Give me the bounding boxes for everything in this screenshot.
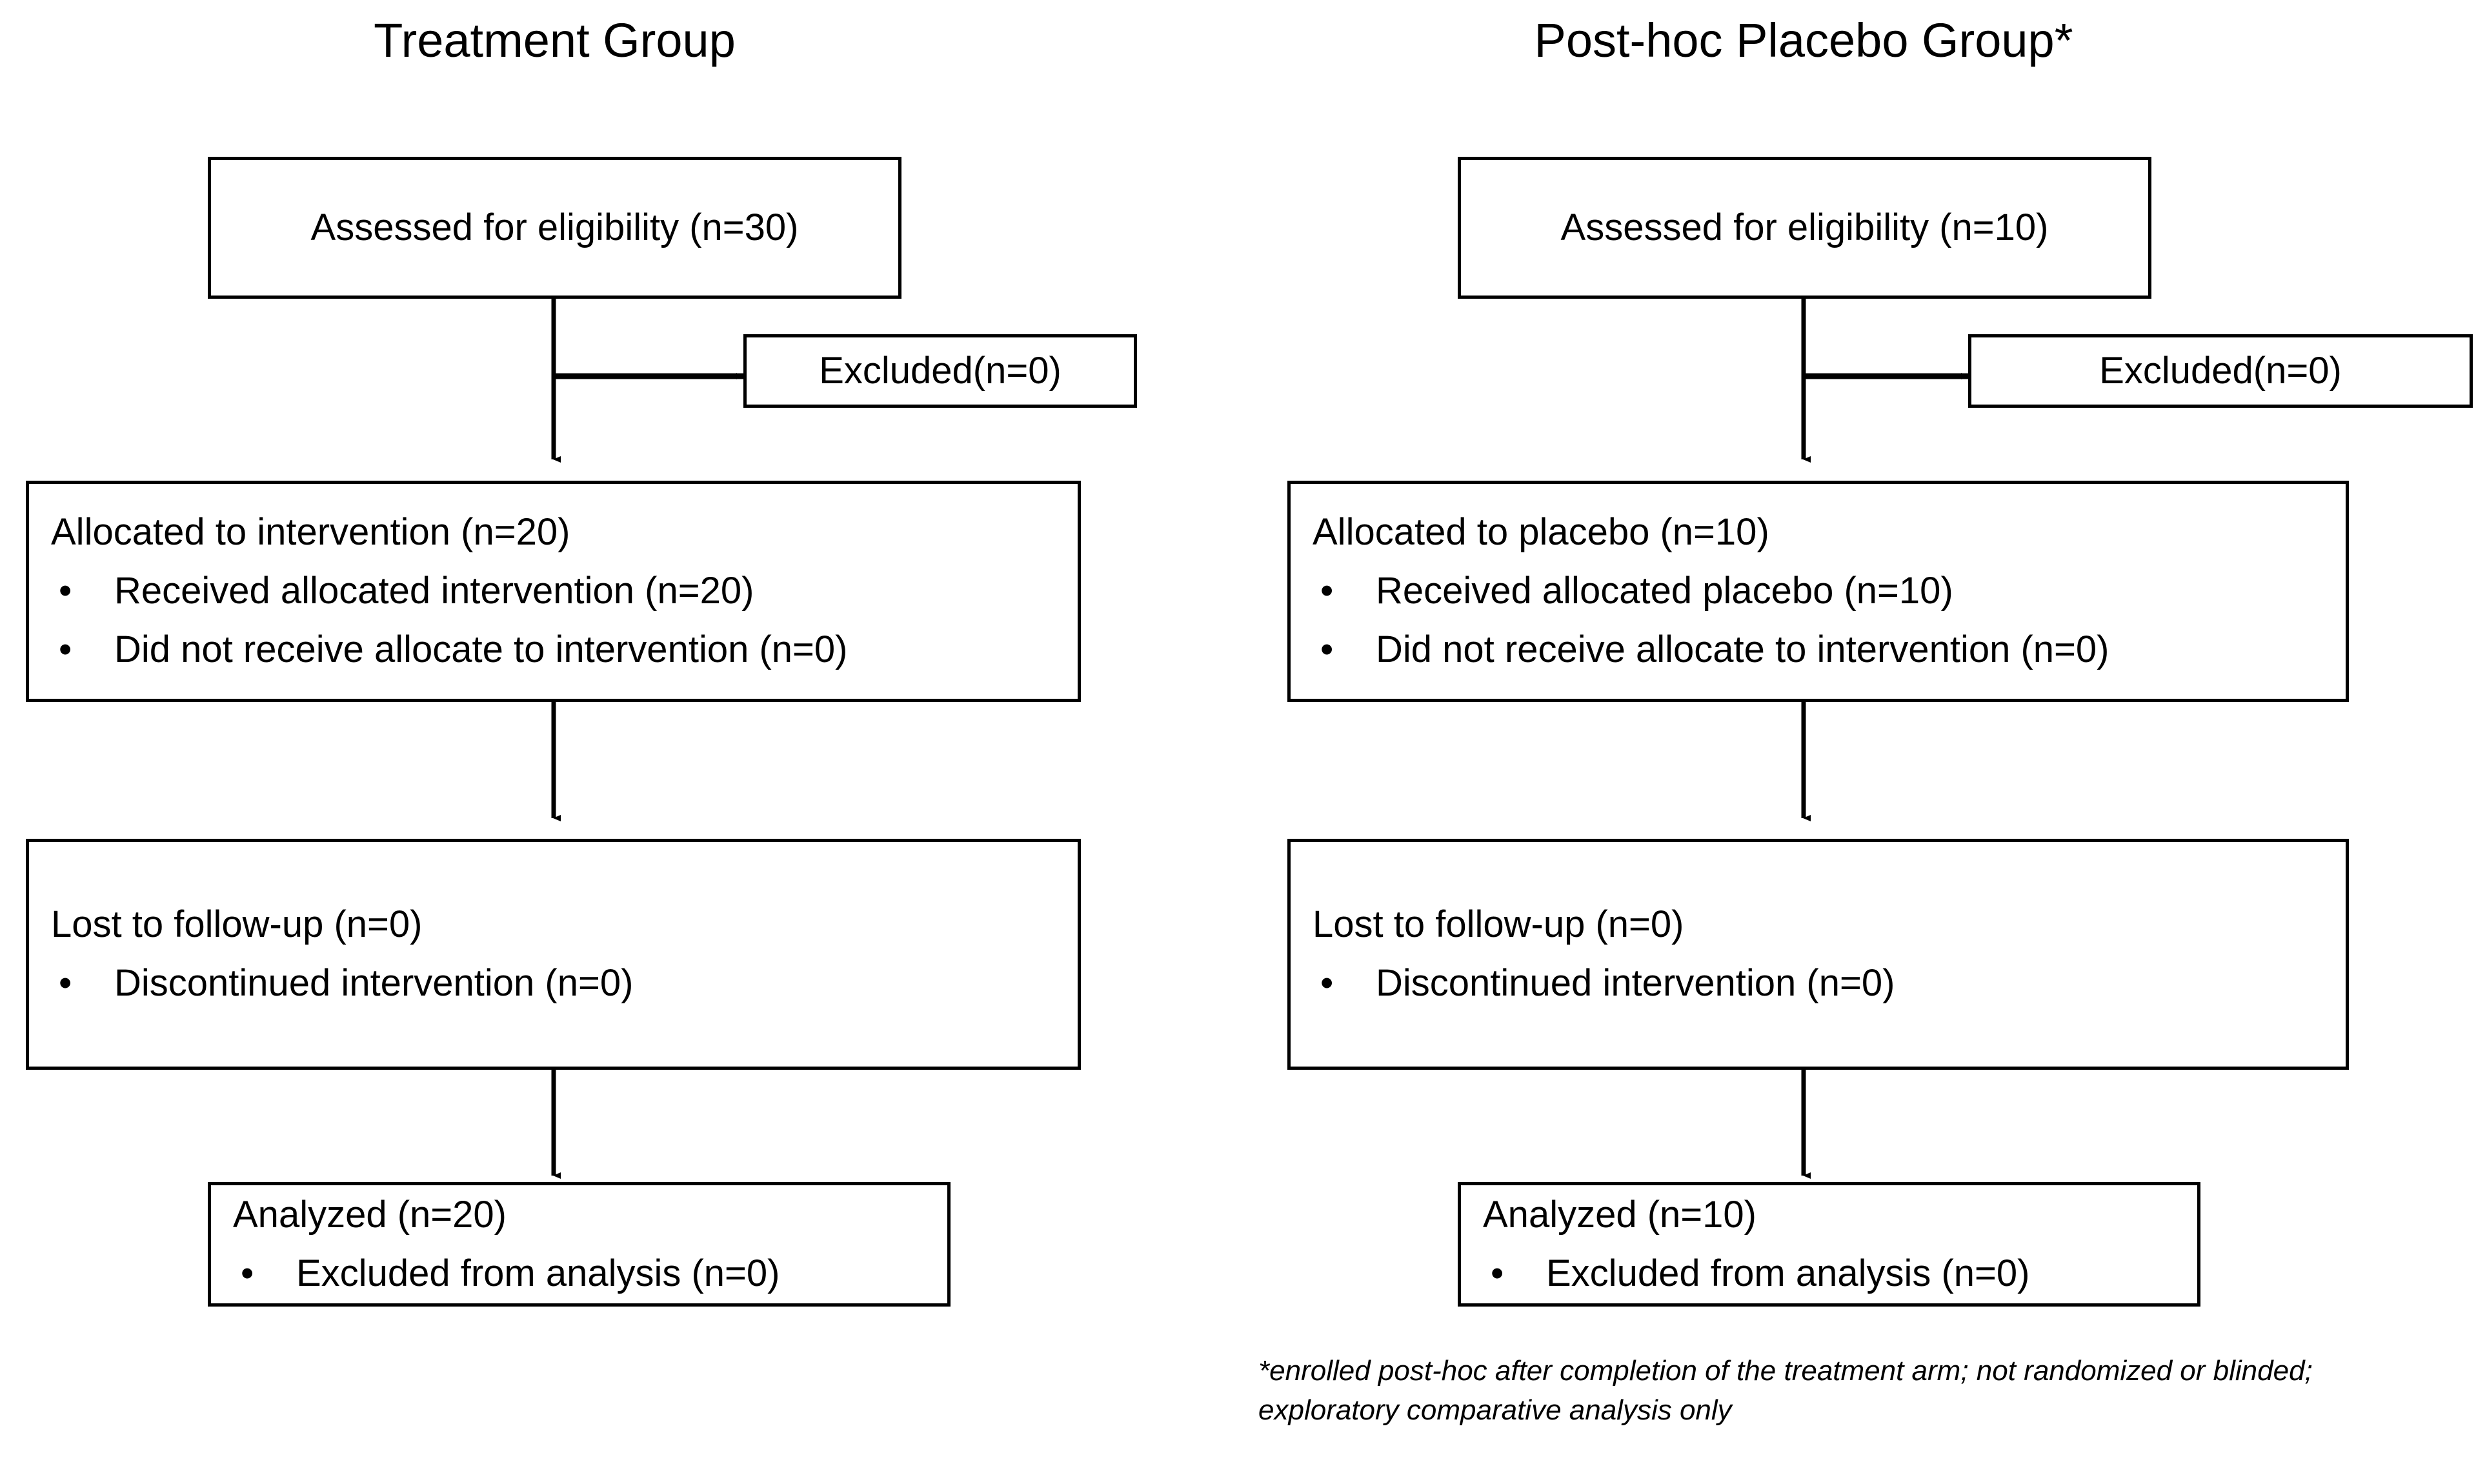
list-item-label: Excluded from analysis (n=0): [296, 1252, 780, 1294]
list-item: • Received allocated intervention (n=20): [29, 570, 1078, 612]
node-treatment-excluded-title: Excluded(n=0): [819, 349, 1062, 392]
list-item-label: Excluded from analysis (n=0): [1546, 1252, 2030, 1294]
node-placebo-allocation: Allocated to placebo (n=10) • Received a…: [1287, 481, 2349, 702]
list-item: • Did not receive allocate to interventi…: [1291, 628, 2346, 671]
node-treatment-allocation-bullets: • Received allocated intervention (n=20)…: [29, 554, 1078, 671]
bullet-icon: •: [241, 1252, 254, 1294]
bullet-icon: •: [59, 628, 72, 670]
node-placebo-analysis: Analyzed (n=10) • Excluded from analysis…: [1458, 1182, 2200, 1307]
node-treatment-allocation: Allocated to intervention (n=20) • Recei…: [26, 481, 1081, 702]
node-treatment-enrollment-title: Assessed for eligibility (n=30): [310, 206, 799, 248]
bullet-icon: •: [1320, 962, 1334, 1004]
list-item-label: Discontinued intervention (n=0): [1376, 962, 1895, 1004]
node-placebo-enrollment-title: Assessed for eligibility (n=10): [1560, 206, 2049, 248]
node-treatment-enrollment: Assessed for eligibility (n=30): [208, 157, 901, 299]
node-placebo-excluded: Excluded(n=0): [1968, 334, 2473, 408]
node-treatment-followup-title: Lost to follow-up (n=0): [51, 903, 423, 946]
list-item-label: Received allocated placebo (n=10): [1376, 570, 1953, 612]
list-item-label: Did not receive allocate to intervention…: [114, 628, 848, 670]
node-placebo-followup-title: Lost to follow-up (n=0): [1313, 903, 1684, 946]
node-placebo-analysis-title: Analyzed (n=10): [1483, 1193, 1756, 1236]
footnote: *enrolled post-hoc after completion of t…: [1258, 1352, 2313, 1430]
node-placebo-enrollment: Assessed for eligibility (n=10): [1458, 157, 2151, 299]
node-treatment-analysis-bullets: • Excluded from analysis (n=0): [211, 1236, 947, 1295]
bullet-icon: •: [59, 570, 72, 612]
list-item: • Did not receive allocate to interventi…: [29, 628, 1078, 671]
list-item-label: Did not receive allocate to intervention…: [1376, 628, 2109, 670]
column-title-placebo: Post-hoc Placebo Group*: [1534, 14, 2073, 67]
node-treatment-allocation-title: Allocated to intervention (n=20): [51, 511, 570, 554]
bullet-icon: •: [59, 962, 72, 1004]
node-treatment-followup: Lost to follow-up (n=0) • Discontinued i…: [26, 839, 1081, 1070]
list-item: • Received allocated placebo (n=10): [1291, 570, 2346, 612]
node-treatment-excluded: Excluded(n=0): [743, 334, 1137, 408]
list-item-label: Discontinued intervention (n=0): [114, 962, 634, 1004]
footnote-line-2: exploratory comparative analysis only: [1258, 1394, 1732, 1426]
node-placebo-analysis-bullets: • Excluded from analysis (n=0): [1461, 1236, 2197, 1295]
bullet-icon: •: [1491, 1252, 1504, 1294]
node-treatment-analysis-title: Analyzed (n=20): [233, 1193, 507, 1236]
footnote-line-1: *enrolled post-hoc after completion of t…: [1258, 1355, 2313, 1387]
list-item-label: Received allocated intervention (n=20): [114, 570, 754, 612]
bullet-icon: •: [1320, 570, 1334, 612]
list-item: • Discontinued intervention (n=0): [29, 962, 1078, 1005]
list-item: • Excluded from analysis (n=0): [211, 1252, 947, 1295]
node-placebo-excluded-title: Excluded(n=0): [2099, 349, 2342, 392]
node-placebo-followup: Lost to follow-up (n=0) • Discontinued i…: [1287, 839, 2349, 1070]
node-placebo-followup-bullets: • Discontinued intervention (n=0): [1291, 946, 2346, 1005]
node-treatment-followup-bullets: • Discontinued intervention (n=0): [29, 946, 1078, 1005]
list-item: • Excluded from analysis (n=0): [1461, 1252, 2197, 1295]
node-placebo-allocation-title: Allocated to placebo (n=10): [1313, 511, 1769, 554]
bullet-icon: •: [1320, 628, 1334, 670]
list-item: • Discontinued intervention (n=0): [1291, 962, 2346, 1005]
node-placebo-allocation-bullets: • Received allocated placebo (n=10) • Di…: [1291, 554, 2346, 671]
column-title-treatment: Treatment Group: [374, 14, 736, 67]
node-treatment-analysis: Analyzed (n=20) • Excluded from analysis…: [208, 1182, 951, 1307]
